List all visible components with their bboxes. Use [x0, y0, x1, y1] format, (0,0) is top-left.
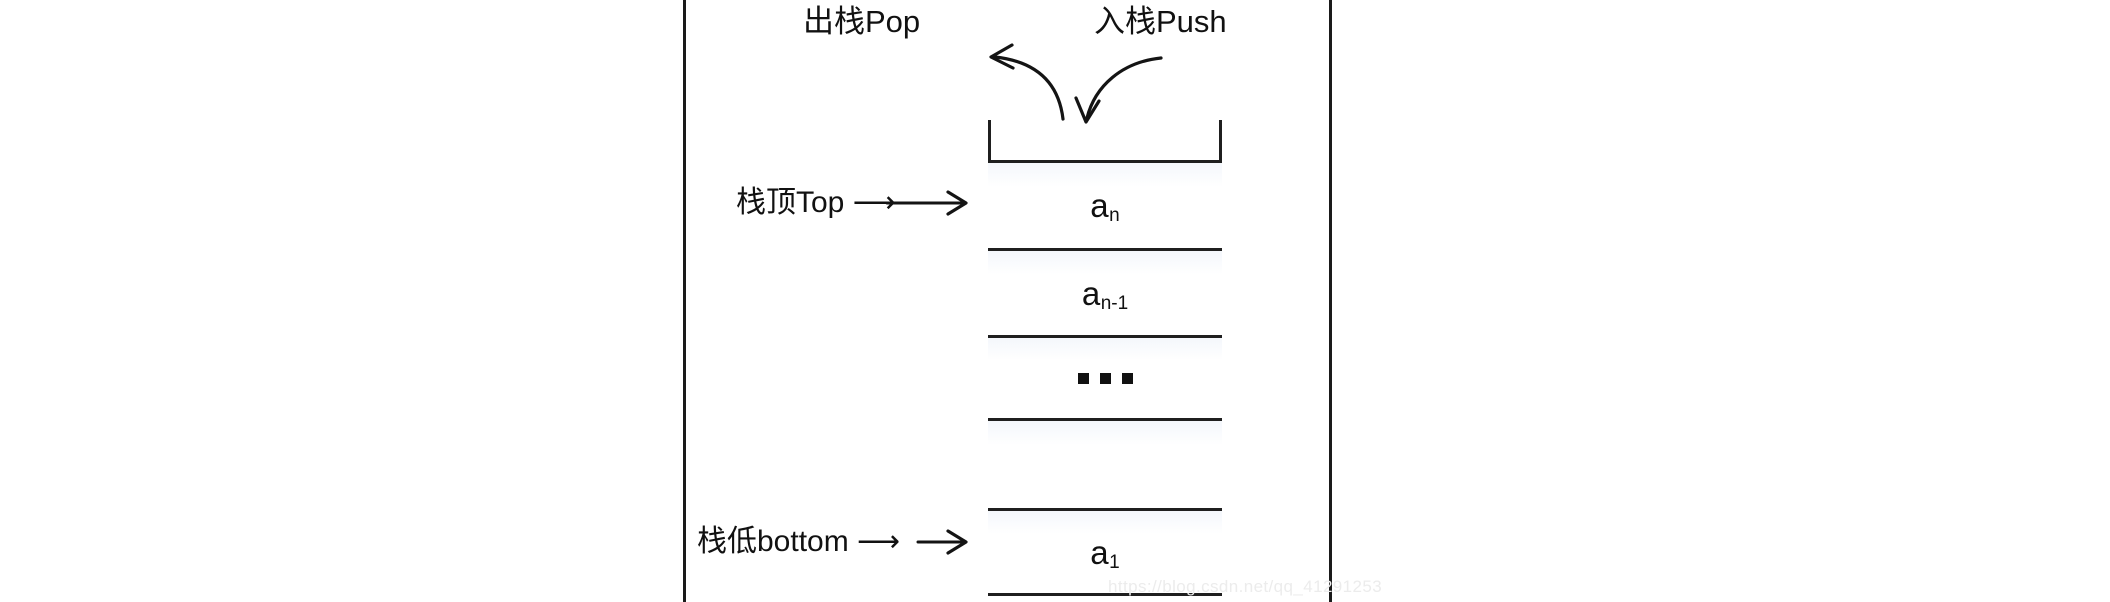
- bottom-arrowhead: [946, 529, 968, 555]
- frame-rule-left: [683, 0, 686, 602]
- stack-cell-an: an: [988, 160, 1222, 248]
- stack-cell-a1-label: a1: [1090, 533, 1120, 573]
- frame-rule-right: [1329, 0, 1332, 602]
- stack-cell-empty: [988, 418, 1222, 508]
- push-arrowhead: [1074, 96, 1101, 124]
- stack-cell-a1: a1: [988, 508, 1222, 596]
- stack-cell-an-label: an: [1090, 187, 1120, 226]
- stack-cell-an-1: an-1: [988, 248, 1222, 335]
- pop-arrow-curve: [993, 55, 1065, 121]
- pop-arrowhead: [989, 43, 1015, 70]
- pop-label: 出栈Pop: [803, 4, 921, 39]
- stack-top-label: 栈顶Top ⟶: [736, 186, 896, 219]
- stack-bottom-label: 栈低bottom ⟶: [697, 525, 901, 558]
- stack-cell-an-1-label: an-1: [1081, 274, 1129, 314]
- push-arrow-curve: [1085, 56, 1163, 120]
- watermark: https://blog.csdn.net/qq_41291253: [1108, 577, 1383, 596]
- stack-cell-ellipsis: [988, 335, 1222, 418]
- top-arrowhead: [946, 190, 968, 216]
- stack-box: an an-1 a1: [988, 120, 1222, 596]
- push-label: 入栈Push: [1094, 4, 1227, 39]
- ellipsis-icon: [1077, 372, 1133, 384]
